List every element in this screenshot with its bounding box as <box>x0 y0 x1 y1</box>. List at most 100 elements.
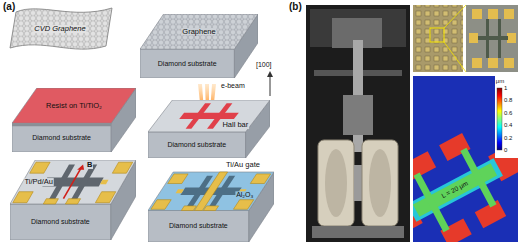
panel-label: (a) <box>3 2 15 13</box>
contact-pad <box>472 9 482 19</box>
hall-arm <box>413 173 449 233</box>
zoom-box <box>430 28 444 42</box>
substrate-slab: Ti/Au gateAl₂O₃ Diamond substrate <box>148 160 274 242</box>
direction-arrow <box>270 76 271 96</box>
layer-label: Al₂O₃ <box>235 191 254 198</box>
panel-label: (b) <box>289 2 302 13</box>
front-face <box>148 132 246 158</box>
contact-pad <box>13 192 33 203</box>
substrate-label: Diamond substrate <box>166 141 227 148</box>
substrate-slab: Resist on Ti/TiO₂ Diamond substrate <box>12 88 136 152</box>
coil-face <box>325 149 347 217</box>
device-micrograph <box>466 5 518 72</box>
contact-pad <box>250 174 270 184</box>
pole-piece <box>354 165 362 201</box>
slab-outline <box>12 88 136 152</box>
beam-label: e-beam <box>221 82 245 89</box>
substrate-label: Diamond substrate <box>157 60 218 67</box>
graphene-sheet <box>10 8 112 49</box>
top-face <box>140 14 258 49</box>
front-face <box>12 123 111 152</box>
side-face <box>249 172 274 242</box>
contact-pad <box>233 200 253 210</box>
top-face <box>12 88 136 123</box>
front-face <box>10 204 111 240</box>
clamp <box>343 95 373 135</box>
hall-channel <box>179 113 239 119</box>
field-label: B <box>86 161 93 169</box>
contact-pad <box>181 206 196 211</box>
magnet-coil <box>362 140 398 226</box>
layer-label: Ti/Au gate <box>225 161 261 169</box>
contact-lead <box>100 180 109 184</box>
hall-arm <box>498 19 501 58</box>
substrate-slab: Ti/Pd/AuDiamond substrate <box>10 160 136 240</box>
dimension-label: L = 20 μm <box>440 180 471 201</box>
colorbar <box>497 88 502 150</box>
substrate-slab: Hall barDiamond substrate <box>148 100 270 158</box>
top-face <box>148 172 274 211</box>
unit-label: μm <box>496 78 504 84</box>
setup-photo <box>306 5 410 242</box>
contact-pad <box>507 33 516 43</box>
ti-layer <box>12 123 111 126</box>
slab-outline <box>148 100 270 158</box>
colorbar-tick: 0.2 <box>504 134 512 140</box>
contact-pad <box>203 206 218 211</box>
contact-pad <box>469 33 478 43</box>
field-arrow <box>63 169 80 199</box>
substrate-label: Diamond substrate <box>168 223 229 230</box>
slab-outline <box>140 14 258 78</box>
gate-electrode <box>194 172 227 211</box>
colorbar-tick: 0.4 <box>504 122 512 128</box>
side-face <box>111 160 136 240</box>
zoom-line <box>444 42 466 72</box>
arrow-head <box>267 71 273 77</box>
contact-pad <box>30 162 50 173</box>
hall-channel <box>478 36 508 40</box>
height-map <box>413 76 518 242</box>
contact-pad <box>504 58 514 68</box>
substrate-label: Diamond substrate <box>31 134 92 141</box>
hall-arm <box>186 103 211 129</box>
material-label: CVD Graphene <box>33 25 86 33</box>
layer-label: Hall bar <box>221 121 249 129</box>
contact-pad <box>504 9 514 19</box>
colorbar-tick: 0 <box>504 147 507 153</box>
colorbar-tick: 0.6 <box>504 110 512 116</box>
substrate-slab: GrapheneDiamond substrate <box>140 14 258 78</box>
chip-micrograph <box>413 5 463 72</box>
contact-pad <box>168 174 188 184</box>
contact-pad <box>43 199 58 204</box>
contact-lead <box>176 189 185 193</box>
contact-pad <box>472 58 482 68</box>
front-face <box>140 49 234 78</box>
front-face <box>148 211 249 243</box>
zoom-line <box>444 5 466 28</box>
contact-pad <box>488 58 498 68</box>
arrow-head <box>77 164 84 169</box>
layer-label: Graphene <box>181 28 216 36</box>
graphene-lattice <box>10 8 112 49</box>
colorbar-tick: 1 <box>504 85 507 91</box>
chip-pads <box>413 5 463 72</box>
graphene-lattice <box>140 14 258 49</box>
direction-label: [100] <box>256 61 272 68</box>
coil-face <box>369 149 391 217</box>
hall-arm <box>460 148 496 208</box>
top-face <box>148 100 270 132</box>
colorbar-ground <box>495 76 518 158</box>
hall-arm <box>486 19 489 58</box>
contact-pad <box>151 200 171 210</box>
layer-label: Resist on Ti/TiO₂ <box>45 102 103 110</box>
contact-pad <box>65 199 80 204</box>
slab-outline <box>10 160 136 240</box>
magnet-coil <box>318 140 354 226</box>
substrate-label: Diamond substrate <box>30 218 91 225</box>
magnet-base <box>312 226 404 238</box>
layer-label: Ti/Pd/Au <box>23 178 53 186</box>
contact-pad <box>112 162 132 173</box>
contact-pad <box>95 192 115 203</box>
colorbar-tick: 0.8 <box>504 97 512 103</box>
hall-arm <box>71 164 97 199</box>
